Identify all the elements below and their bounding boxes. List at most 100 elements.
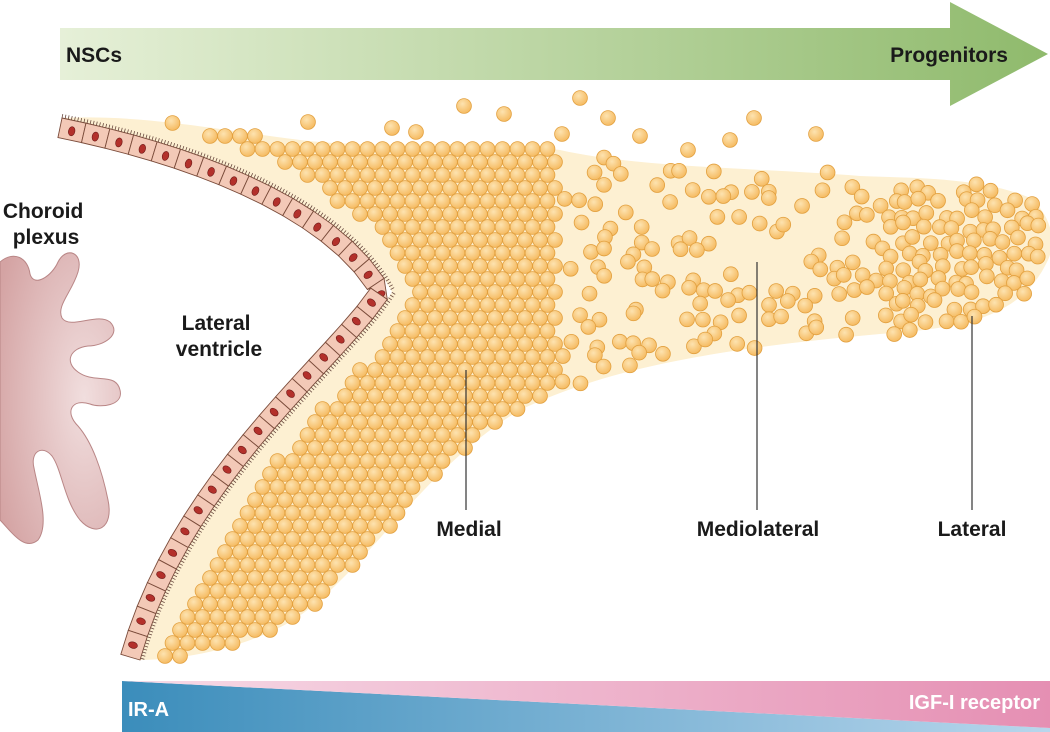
- choroid-plexus-line-1: Choroid: [3, 200, 83, 223]
- cell: [926, 292, 943, 308]
- cell: [997, 285, 1013, 302]
- cell: [254, 479, 271, 495]
- cell: [329, 167, 346, 183]
- ependymal-nucleus: [351, 317, 361, 326]
- cell: [187, 596, 203, 612]
- cell: [224, 557, 241, 573]
- cell: [456, 98, 472, 114]
- cell: [359, 479, 376, 495]
- cell: [389, 505, 406, 521]
- cell: [224, 583, 241, 599]
- cell: [307, 518, 323, 534]
- cell: [761, 190, 777, 206]
- cell: [988, 296, 1004, 313]
- cell: [217, 570, 233, 586]
- cell: [524, 245, 541, 261]
- cell: [322, 154, 338, 170]
- cell: [382, 388, 398, 404]
- cell: [502, 336, 518, 352]
- cell: [547, 336, 563, 352]
- cell: [408, 124, 424, 140]
- cell: [419, 349, 436, 365]
- cell: [494, 167, 511, 183]
- cell: [968, 176, 985, 193]
- cell: [314, 557, 331, 573]
- cell: [692, 295, 708, 312]
- cell: [434, 401, 451, 417]
- cell: [509, 349, 526, 365]
- cell: [209, 557, 226, 573]
- cell: [427, 336, 443, 352]
- cell: [269, 479, 286, 495]
- cell: [563, 334, 580, 350]
- cell: [872, 197, 889, 214]
- cell: [449, 219, 466, 235]
- cell: [419, 427, 436, 443]
- cell: [352, 154, 368, 170]
- cell: [247, 570, 263, 586]
- cell: [427, 362, 443, 378]
- cell: [509, 323, 526, 339]
- cell: [494, 349, 511, 365]
- cell: [555, 348, 571, 364]
- cell: [502, 154, 518, 170]
- cell: [307, 492, 323, 508]
- cell: [367, 180, 383, 196]
- cell: [509, 219, 526, 235]
- cell: [434, 167, 451, 183]
- cell: [794, 198, 810, 214]
- cell: [524, 297, 541, 313]
- cell: [329, 505, 346, 521]
- cell: [307, 466, 323, 482]
- cell: [412, 154, 428, 170]
- cell: [509, 245, 526, 261]
- ependymal-nucleus: [269, 407, 279, 417]
- cell: [389, 427, 406, 443]
- cell: [524, 375, 541, 391]
- cell: [374, 375, 391, 391]
- cell: [449, 323, 466, 339]
- cell: [344, 453, 361, 469]
- cell: [434, 323, 451, 339]
- cell: [539, 375, 556, 391]
- cell: [596, 240, 612, 257]
- cell: [547, 206, 563, 222]
- cell: [812, 261, 829, 278]
- cell: [322, 544, 338, 560]
- cell: [352, 362, 368, 378]
- cell: [746, 110, 762, 126]
- cell: [487, 154, 503, 170]
- cell: [314, 505, 331, 521]
- cell: [434, 219, 451, 235]
- cell: [946, 301, 963, 318]
- cell: [337, 440, 353, 456]
- cell: [284, 557, 301, 573]
- cell: [382, 180, 398, 196]
- cell: [449, 193, 466, 209]
- cell: [322, 518, 338, 534]
- cell: [344, 557, 361, 573]
- cell: [517, 362, 533, 378]
- cell: [434, 271, 451, 287]
- cell: [532, 154, 548, 170]
- cell: [262, 544, 278, 560]
- cell: [722, 132, 738, 148]
- cell: [573, 214, 590, 231]
- cell: [374, 141, 391, 157]
- nscs-label: NSCs: [66, 44, 122, 67]
- cell: [352, 388, 368, 404]
- cell: [487, 362, 503, 378]
- ependymal-nucleus: [128, 641, 138, 649]
- cell: [896, 194, 913, 210]
- cell: [580, 319, 597, 335]
- cell: [679, 311, 695, 328]
- cell: [457, 180, 473, 196]
- cell: [284, 479, 301, 495]
- cell: [689, 242, 705, 258]
- cell: [494, 141, 511, 157]
- cell: [930, 193, 946, 209]
- ependymal-nucleus: [136, 617, 146, 625]
- cell: [397, 466, 413, 482]
- cell: [949, 243, 965, 259]
- cell: [517, 180, 533, 196]
